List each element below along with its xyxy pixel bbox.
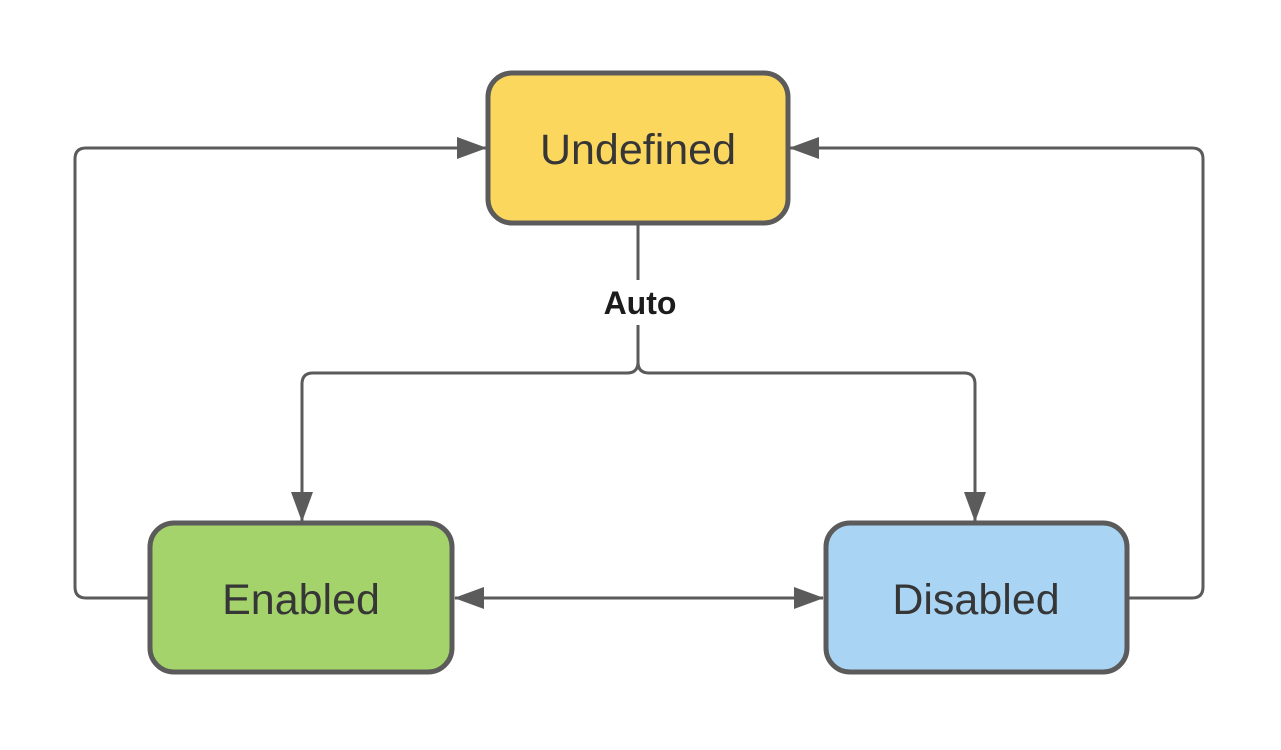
- edge-group: [73, 137, 1205, 609]
- node-undefined-label: Undefined: [540, 126, 736, 174]
- node-enabled: Enabled: [147, 520, 455, 675]
- node-enabled-shape: [147, 520, 455, 675]
- node-undefined: Undefined: [485, 70, 791, 226]
- edge-label-auto-bg: [599, 280, 681, 325]
- node-disabled: Disabled: [823, 520, 1130, 675]
- node-enabled-label: Enabled: [222, 576, 380, 624]
- node-undefined-shape: [485, 70, 791, 226]
- edge-label-auto-group: Auto: [599, 280, 681, 325]
- edge-undefined-to-disabled: [636, 224, 986, 522]
- edge-disabled-to-undefined: [789, 137, 1205, 600]
- edge-label-auto: Auto: [604, 285, 677, 321]
- edge-enabled-to-undefined: [73, 137, 487, 600]
- node-disabled-label: Disabled: [892, 576, 1059, 624]
- node-disabled-shape: [823, 520, 1130, 675]
